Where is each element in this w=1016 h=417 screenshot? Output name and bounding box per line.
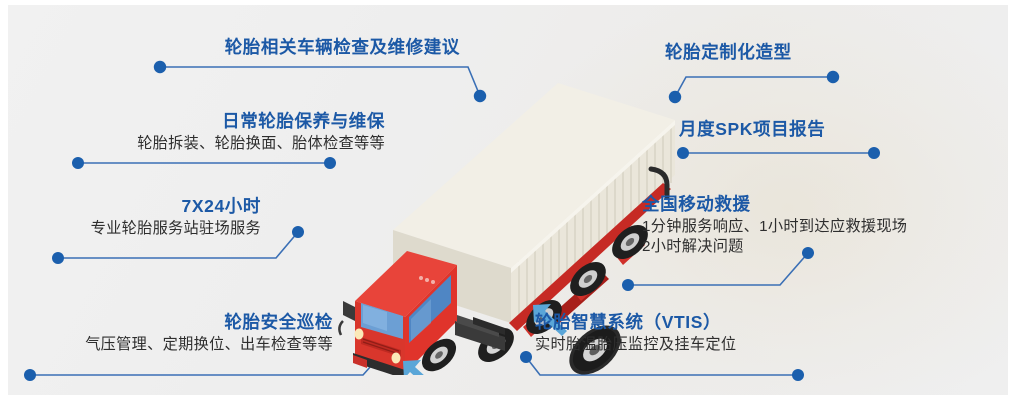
callout-nationwide-mobile-rescue: 全国移动救援 1分钟服务响应、1小时到达应救援现场 2小时解决问题 (642, 193, 907, 258)
arrow-icon-rear (533, 304, 567, 336)
callout-title: 7X24小时 (181, 196, 261, 216)
callout-tire-custom-modeling: 轮胎定制化造型 (665, 41, 792, 63)
connector-dot-247-right (292, 226, 304, 238)
trailer-box (393, 83, 675, 323)
callout-title: 轮胎定制化造型 (665, 42, 792, 62)
connector-path-custom (674, 76, 833, 98)
connector-dot-247-left (52, 252, 64, 264)
callout-tire-safety-patrol: 轮胎安全巡检 气压管理、定期换位、出车检查等等 (8, 311, 333, 355)
callout-subtitle: 气压管理、定期换位、出车检查等等 (85, 336, 333, 354)
connector-dot-vtis-right (792, 369, 804, 381)
callout-subtitle: 实时胎温胎压监控及挂车定位 (535, 336, 737, 354)
detached-wheel-front (434, 374, 497, 375)
callout-tire-smart-system-vtis: 轮胎智慧系统（VTIS） 实时胎温胎压监控及挂车定位 (535, 311, 736, 355)
callout-title: 轮胎相关车辆检查及维修建议 (224, 37, 460, 57)
callout-title: 全国移动救援 (642, 194, 751, 214)
callout-tire-inspection-repair: 轮胎相关车辆检查及维修建议 (8, 36, 460, 58)
infographic-canvas: 轮胎相关车辆检查及维修建议 日常轮胎保养与维保 轮胎拆装、轮胎换面、胎体检查等等… (8, 5, 1008, 395)
callout-subtitle: 轮胎拆装、轮胎换面、胎体检查等等 (137, 135, 385, 153)
callout-monthly-spk-report: 月度SPK项目报告 (679, 118, 825, 140)
connector-dot-spk-right (868, 147, 880, 159)
callout-title: 月度SPK项目报告 (679, 119, 826, 139)
callout-subtitle: 专业轮胎服务站驻场服务 (90, 220, 261, 238)
tractor-cab (338, 251, 505, 375)
callout-subtitle: 1分钟服务响应、1小时到达应救援现场 (642, 218, 908, 236)
connector-dot-safety-left (24, 369, 36, 381)
tractor-wheels (421, 338, 457, 372)
arrow-icon-front (403, 360, 424, 375)
callout-title: 日常轮胎保养与维保 (222, 111, 385, 131)
connector-dot-inspect-left (153, 60, 167, 74)
callout-title: 轮胎安全巡检 (224, 312, 333, 332)
detached-wheel-rear (569, 325, 621, 375)
semi-truck-illustration (338, 83, 675, 375)
callout-subtitle-line2: 2小时解决问题 (642, 238, 744, 256)
callout-daily-tire-maintenance: 日常轮胎保养与维保 轮胎拆装、轮胎换面、胎体检查等等 (8, 110, 385, 154)
callout-service-7x24: 7X24小时 专业轮胎服务站驻场服务 (8, 195, 261, 239)
install-arrow-icons (403, 304, 567, 375)
connector-dot-custom-right (826, 70, 840, 84)
connector-dot-maint-left (72, 157, 84, 169)
callout-title: 轮胎智慧系统（VTIS） (535, 312, 722, 332)
